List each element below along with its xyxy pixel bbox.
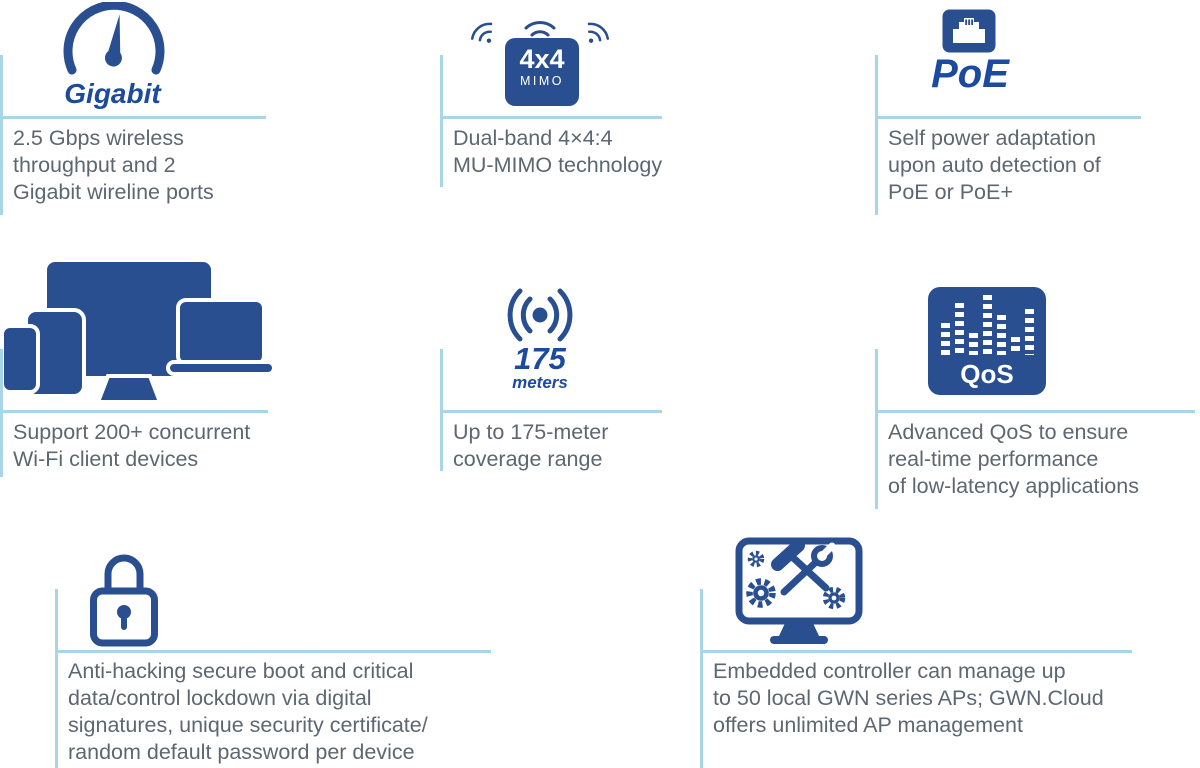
qos-equalizer-icon: QoS [928,287,1046,395]
speedometer-icon [63,2,165,75]
accent-vline [440,55,443,187]
accent-hline [875,116,1141,119]
accent-vline [440,349,443,471]
client-devices-icon [0,258,276,404]
accent-vline [875,55,878,215]
range-175-label: 175 [514,341,566,376]
gear-icon [747,550,765,568]
gear-icon [822,586,846,610]
feature-text-security: Anti-hacking secure boot and critical da… [68,659,428,764]
ethernet-poe-icon [942,9,996,53]
range-meters-label: meters [512,373,568,392]
accent-vline [0,349,3,477]
qos-label: QoS [960,359,1014,389]
padlock-icon [90,554,158,647]
gigabit-label: Gigabit [64,78,161,109]
equalizer-bars [941,295,1034,355]
accent-hline [0,410,268,413]
feature-text-gigabit: 2.5 Gbps wireless throughput and 2 Gigab… [13,126,214,204]
mimo-4x4-label: 4x4 [519,44,565,74]
gear-icon [746,578,776,608]
wifi-waves-icon [470,21,610,45]
mimo-sub-label: MIMO [519,74,565,88]
feature-text-controller: Embedded controller can manage up to 50 … [713,659,1104,737]
accent-vline [875,349,878,509]
accent-hline [0,116,266,119]
feature-text-poe: Self power adaptation upon auto detectio… [888,126,1101,204]
feature-text-clients: Support 200+ concurrent Wi-Fi client dev… [13,420,251,471]
feature-text-mimo: Dual-band 4×4:4 MU-MIMO technology [453,126,663,177]
signal-range-icon [507,288,573,342]
accent-hline [440,410,662,413]
controller-monitor-icon [735,537,863,644]
accent-vline [700,589,703,768]
accent-hline [875,410,1195,413]
accent-vline [55,589,58,768]
mimo-4x4-icon: 4x4 MIMO [505,38,579,106]
poe-label: PoE [931,52,1009,96]
accent-hline [440,116,662,119]
accent-hline [700,650,1132,653]
accent-hline [55,650,491,653]
feature-text-qos: Advanced QoS to ensure real-time perform… [888,420,1139,498]
feature-text-range: Up to 175-meter coverage range [453,420,609,471]
accent-vline [0,55,3,215]
